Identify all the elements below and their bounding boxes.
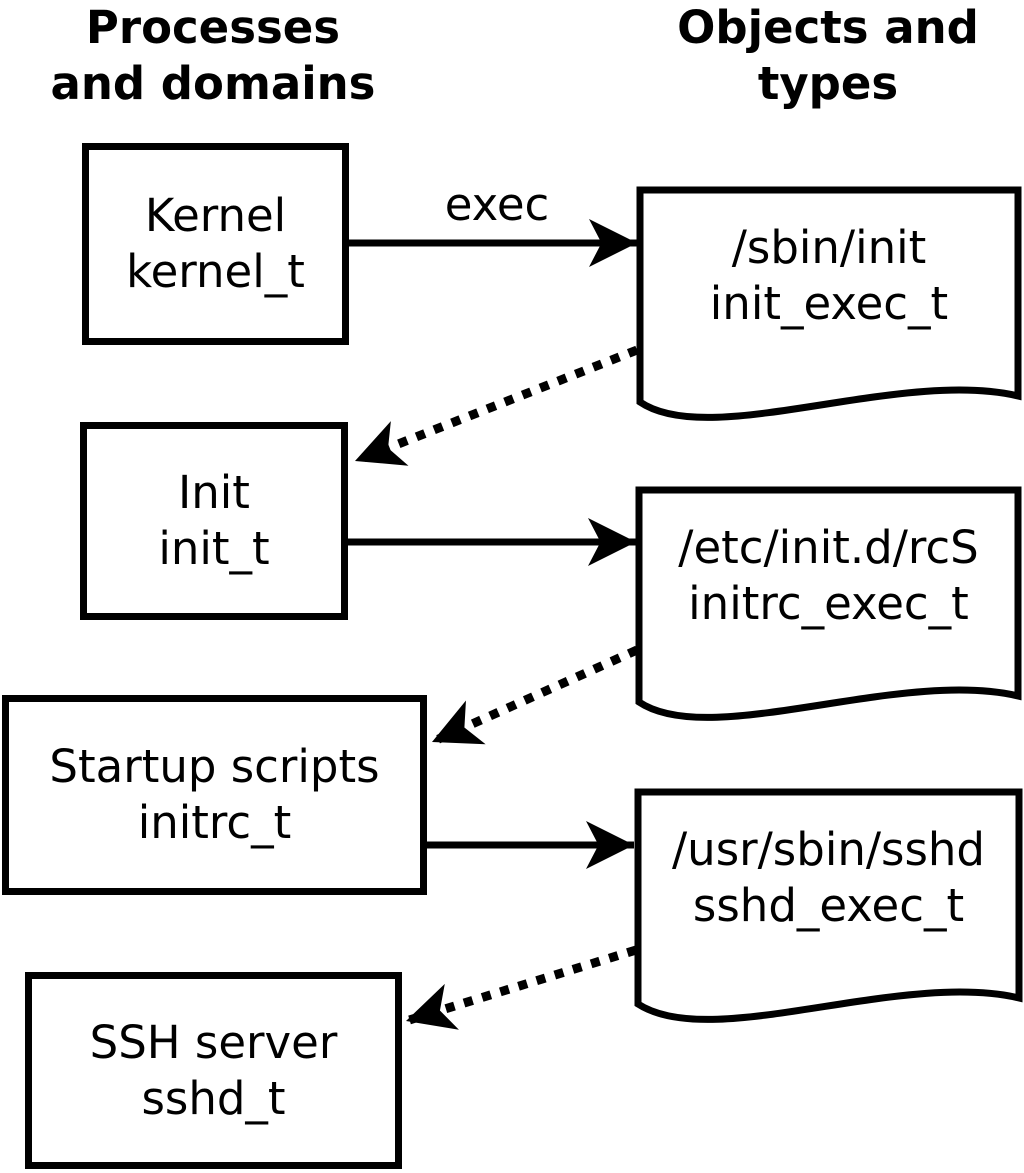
document-shape-etc-initd-rcS bbox=[635, 486, 1022, 721]
object-label-usr-sbin-sshd: /usr/sbin/sshd sshd_exec_t bbox=[638, 822, 1019, 934]
transition-arrow-init-exec-to-init-t bbox=[353, 345, 639, 466]
process-domain: initrc_t bbox=[137, 796, 292, 849]
transition-arrow-sshd-exec-to-sshd-t bbox=[404, 945, 638, 1030]
document-shape-usr-sbin-sshd bbox=[634, 788, 1023, 1023]
object-type: init_exec_t bbox=[709, 277, 949, 330]
process-box-init: Init init_t bbox=[80, 422, 348, 620]
object-type: initrc_exec_t bbox=[688, 577, 969, 630]
heading-line: and domains bbox=[50, 57, 376, 110]
transition-arrow-initrc-exec-to-initrc-t bbox=[430, 645, 639, 747]
process-name: Kernel bbox=[144, 189, 287, 242]
object-label-etc-initd-rcS: /etc/init.d/rcS initrc_exec_t bbox=[639, 520, 1018, 632]
object-label-sbin-init: /sbin/init init_exec_t bbox=[640, 220, 1018, 332]
column-heading-objects: Objects and types bbox=[628, 0, 1024, 112]
heading-line: Processes bbox=[85, 1, 341, 54]
exec-arrow-label: exec bbox=[444, 178, 550, 231]
object-type: sshd_exec_t bbox=[692, 879, 965, 932]
heading-line: types bbox=[757, 57, 899, 110]
heading-line: Objects and bbox=[677, 1, 979, 54]
column-heading-processes: Processes and domains bbox=[13, 0, 413, 112]
object-path: /sbin/init bbox=[731, 221, 927, 274]
object-path: /usr/sbin/sshd bbox=[672, 823, 985, 876]
process-name: Startup scripts bbox=[49, 740, 380, 793]
document-shape-sbin-init bbox=[636, 186, 1022, 421]
process-box-kernel: Kernel kernel_t bbox=[82, 143, 349, 345]
process-domain: init_t bbox=[158, 522, 270, 575]
process-domain: kernel_t bbox=[126, 245, 305, 298]
process-domain: sshd_t bbox=[141, 1071, 286, 1125]
process-name: Init bbox=[178, 466, 250, 519]
process-name: SSH server bbox=[89, 1015, 338, 1069]
process-box-ssh-server: SSH server sshd_t bbox=[25, 972, 402, 1169]
process-box-startup-scripts: Startup scripts initrc_t bbox=[2, 695, 427, 895]
object-path: /etc/init.d/rcS bbox=[678, 521, 979, 574]
